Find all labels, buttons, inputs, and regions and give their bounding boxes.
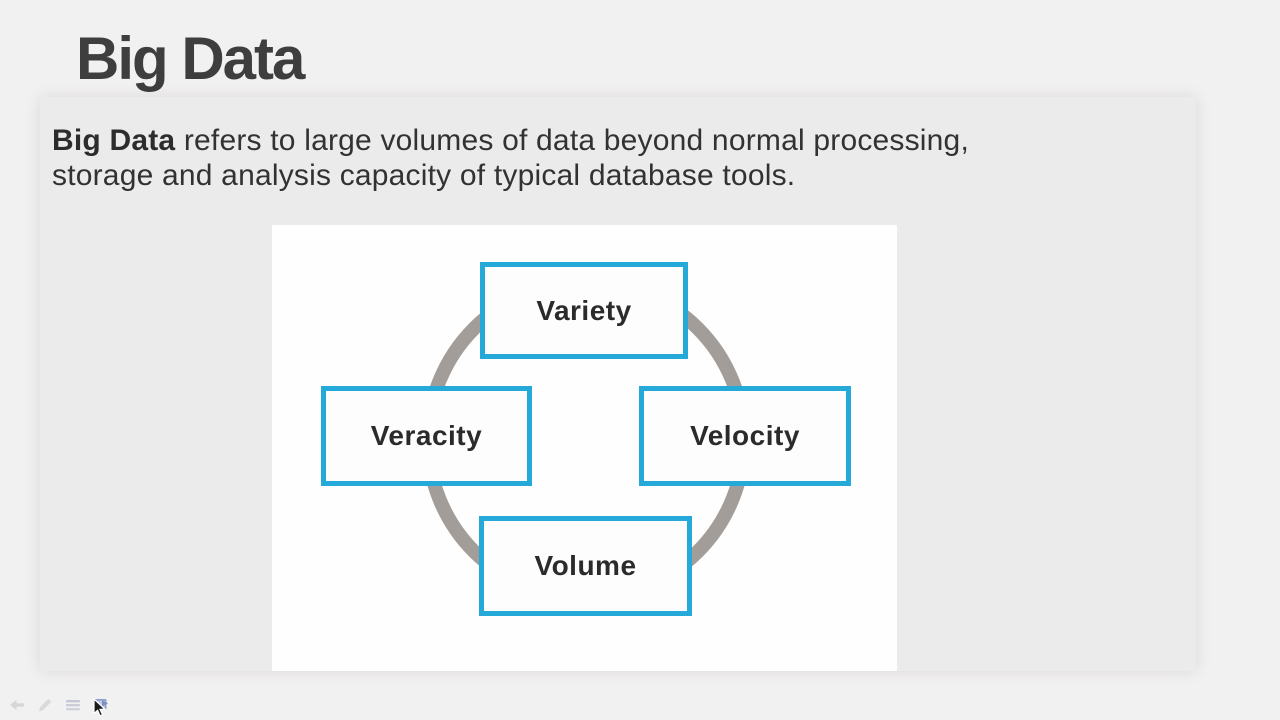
intro-line-1: Big Data refers to large volumes of data…	[52, 123, 969, 158]
intro-line-2: storage and analysis capacity of typical…	[52, 158, 969, 193]
node-label: Veracity	[370, 420, 483, 451]
diagram-node-volume: Volume	[479, 516, 692, 616]
intro-line-2-rest: storage and analysis capacity of typical…	[52, 159, 796, 192]
big-data-diagram: Variety Veracity Velocity Volume	[272, 225, 897, 671]
slideshow-display-icon[interactable]	[92, 696, 110, 714]
diagram-node-velocity: Velocity	[639, 386, 851, 486]
node-label: Volume	[534, 550, 637, 581]
node-label: Variety	[536, 294, 632, 326]
slide-title: Big Data	[76, 25, 305, 92]
node-label: Velocity	[690, 420, 800, 451]
slideshow-toolbar	[8, 696, 110, 714]
slide-intro-text: Big Data refers to large volumes of data…	[52, 123, 969, 193]
intro-line-1-rest: refers to large volumes of data beyond n…	[175, 124, 969, 157]
diagram-node-veracity: Veracity	[321, 386, 532, 486]
previous-slide-icon[interactable]	[8, 696, 26, 714]
intro-line-1-bold: Big Data	[52, 124, 176, 157]
slides-menu-icon[interactable]	[64, 696, 82, 714]
diagram-node-variety: Variety	[480, 262, 688, 359]
pen-icon[interactable]	[36, 696, 54, 714]
